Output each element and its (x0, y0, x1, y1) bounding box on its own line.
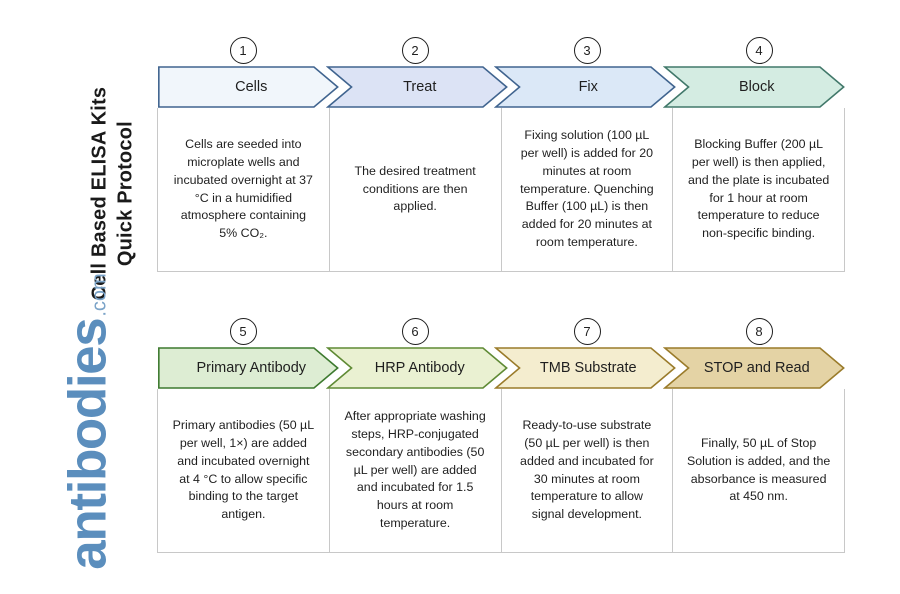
description-text: Primary antibodies (50 µL per well, 1×) … (172, 417, 315, 522)
step-number-badge: 6 (401, 317, 429, 345)
chevron-shape (157, 66, 340, 108)
chevron-shape (157, 347, 340, 389)
brand-name: antibodies (58, 318, 118, 570)
description-text: Fixing solution (100 µL per well) is add… (520, 127, 654, 250)
chevron-step-3[interactable]: Fix (494, 66, 677, 108)
description-text: Finally, 50 µL of Stop Solution is added… (686, 435, 831, 504)
chevron-shape (494, 66, 677, 108)
step-numbers-row-1: 1 2 3 4 (157, 34, 845, 66)
step-number-slot: 3 (501, 34, 673, 66)
chevron-step-6[interactable]: HRP Antibody (326, 347, 509, 389)
brand-logo: antibodies.com (58, 272, 118, 572)
step-number-badge: 2 (401, 36, 429, 64)
description-cell: Fixing solution (100 µL per well) is add… (502, 108, 674, 271)
step-number-slot: 7 (501, 315, 673, 347)
chevron-step-8[interactable]: STOP and Read (663, 347, 846, 389)
chevron-label: HRP Antibody (374, 360, 465, 376)
step-number-slot: 4 (673, 34, 845, 66)
chevron-label: Primary Antibody (196, 360, 307, 376)
chevron-label: Fix (578, 79, 598, 95)
description-cell: Ready-to-use substrate (50 µL per well) … (502, 389, 674, 552)
chevron-shape (663, 347, 846, 389)
chevron-label: Cells (235, 79, 268, 95)
chevron-shape (326, 347, 509, 389)
chevron-label: TMB Substrate (539, 360, 637, 376)
chevron-shape (663, 66, 846, 108)
chevron-step-4[interactable]: Block (663, 66, 846, 108)
chevron-shape (494, 347, 677, 389)
brand-tld: .com (88, 273, 111, 317)
step-numbers-row-2: 5 6 7 8 (157, 315, 845, 347)
description-cell: Primary antibodies (50 µL per well, 1×) … (158, 389, 330, 552)
description-cell: Blocking Buffer (200 µL per well) is the… (673, 108, 844, 271)
description-text: Blocking Buffer (200 µL per well) is the… (688, 136, 830, 241)
protocol-row-1: 1 2 3 4 Cells Treat Fix Block Cells are seeded… (157, 34, 845, 272)
description-cell: Finally, 50 µL of Stop Solution is added… (673, 389, 844, 552)
chevron-step-2[interactable]: Treat (326, 66, 509, 108)
chevron-banner-row-1: Cells Treat Fix Block (157, 66, 845, 108)
chevron-step-7[interactable]: TMB Substrate (494, 347, 677, 389)
chevron-label: Block (739, 79, 775, 95)
chevron-banner-row-2: Primary Antibody HRP Antibody TMB Substrat… (157, 347, 845, 389)
left-rail: Cell Based ELISA Kits Quick Protocol ant… (0, 0, 155, 594)
chevron-step-1[interactable]: Cells (157, 66, 340, 108)
step-number-badge: 8 (745, 317, 773, 345)
step-number-slot: 2 (329, 34, 501, 66)
step-number-badge: 4 (745, 36, 773, 64)
chevron-step-5[interactable]: Primary Antibody (157, 347, 340, 389)
description-cell: Cells are seeded into microplate wells a… (158, 108, 330, 271)
description-text: Ready-to-use substrate (50 µL per well) … (520, 417, 654, 522)
description-cell: The desired treatment conditions are the… (330, 108, 502, 271)
step-number-badge: 1 (229, 36, 257, 64)
step-number-slot: 1 (157, 34, 329, 66)
description-row-2: Primary antibodies (50 µL per well, 1×) … (157, 389, 845, 553)
description-text: The desired treatment conditions are the… (354, 163, 476, 214)
step-number-badge: 7 (573, 317, 601, 345)
step-number-badge: 3 (573, 36, 601, 64)
description-row-1: Cells are seeded into microplate wells a… (157, 108, 845, 272)
protocol-row-2: 5 6 7 8 Primary Antibody HRP Antibody TMB Sub… (157, 315, 845, 553)
description-text: Cells are seeded into microplate wells a… (173, 136, 313, 241)
chevron-shape (326, 66, 509, 108)
step-number-slot: 6 (329, 315, 501, 347)
description-text: After appropriate washing steps, HRP-con… (344, 408, 486, 531)
chevron-label: STOP and Read (703, 360, 810, 376)
chevron-label: Treat (403, 79, 437, 95)
step-number-slot: 8 (673, 315, 845, 347)
description-cell: After appropriate washing steps, HRP-con… (330, 389, 502, 552)
step-number-slot: 5 (157, 315, 329, 347)
step-number-badge: 5 (229, 317, 257, 345)
